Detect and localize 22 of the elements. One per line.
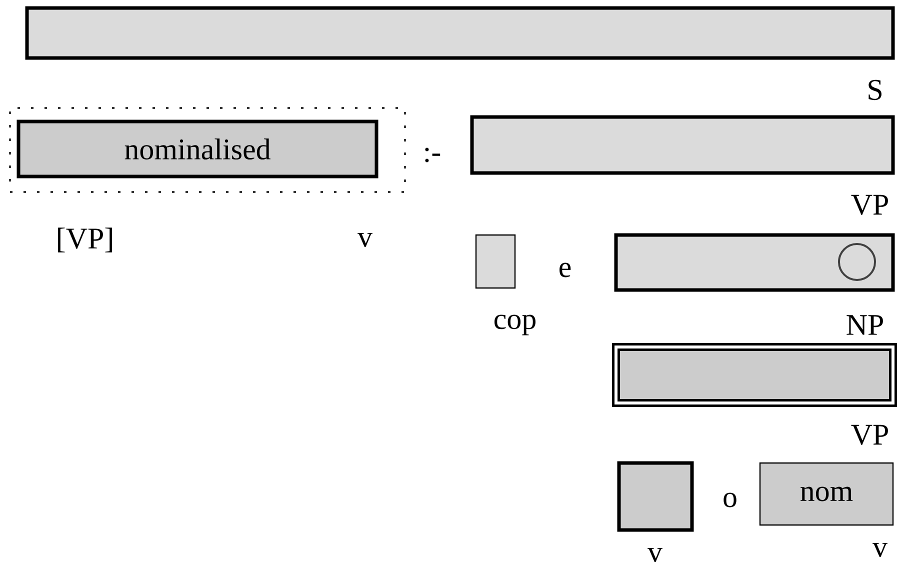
node-caption: v (872, 542, 888, 558)
circle-mark (838, 243, 876, 281)
node-caption: v (358, 232, 373, 248)
shaded-bar (614, 233, 895, 292)
node-caption: v (648, 548, 662, 562)
shaded-bar (25, 6, 895, 60)
node-caption: NP (846, 315, 883, 335)
symbol-label: o (724, 492, 736, 508)
node-caption: VP (851, 424, 888, 446)
symbol-label: e (560, 262, 571, 278)
symbol-label: :- (425, 148, 440, 162)
node-caption: S (868, 80, 882, 100)
shaded-bar (612, 342, 897, 407)
text-box: nominalised (16, 120, 378, 178)
node-caption: [VP] (58, 228, 112, 252)
shaded-box (617, 461, 694, 532)
shaded-box (9, 107, 406, 193)
text-box: nom (759, 462, 894, 526)
shaded-bar (470, 115, 895, 175)
node-caption: cop (494, 314, 536, 336)
shaded-box (475, 234, 516, 289)
node-caption: VP (851, 194, 888, 216)
